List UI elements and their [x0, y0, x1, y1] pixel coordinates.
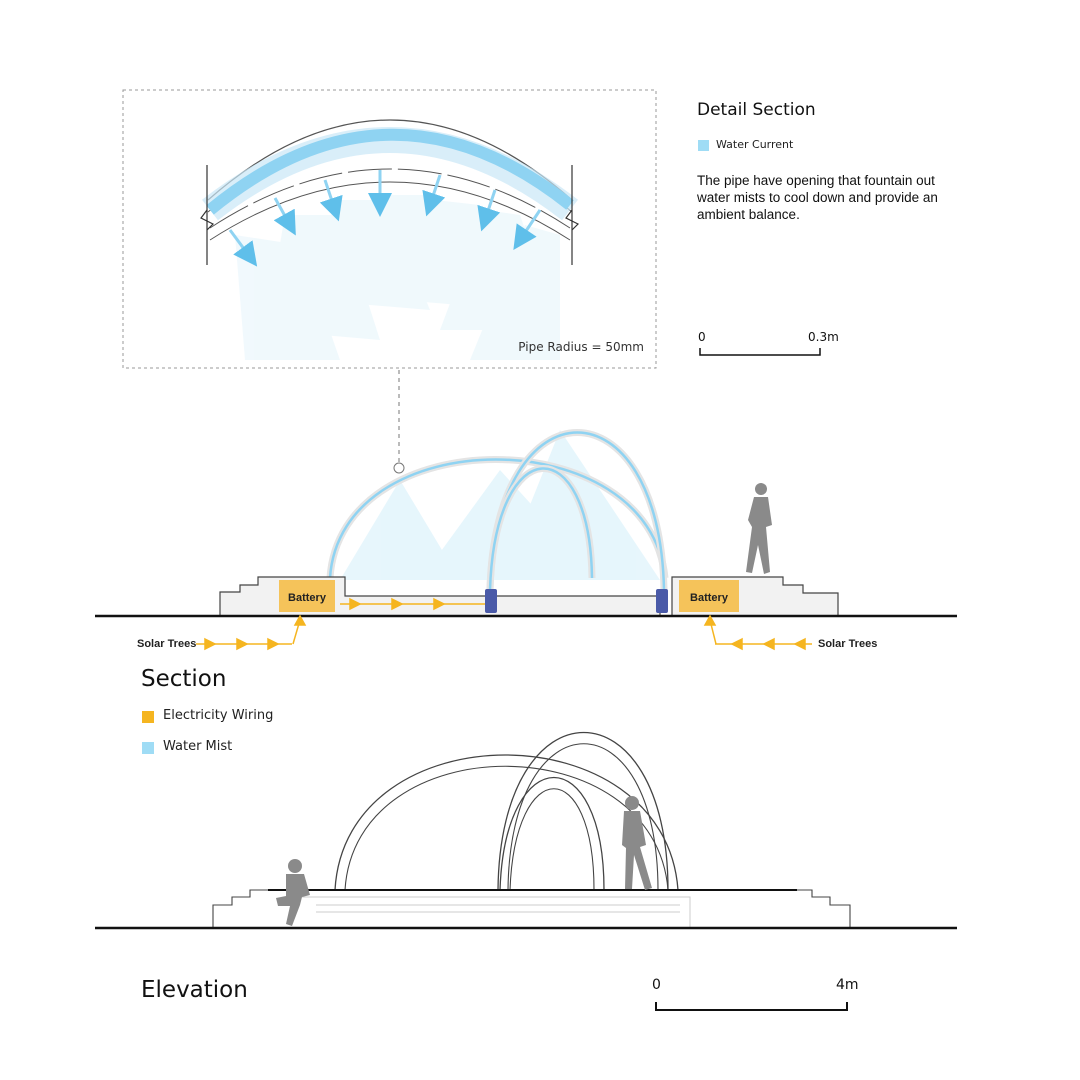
section-small-arch-water: [488, 467, 594, 591]
detail-legend-swatch: [698, 140, 709, 151]
detail-leader-circle: [393, 462, 405, 474]
detail-legend-label: Water Current: [716, 138, 794, 151]
section-battery-right-box: [679, 580, 739, 612]
section-battery-left-box: [279, 580, 335, 612]
elevation-steps: [212, 889, 851, 928]
battery-left-label: Battery: [288, 592, 327, 604]
legend-electricity-label: Electricity Wiring: [163, 708, 274, 723]
detail-segmented-arc: [209, 168, 571, 229]
detail-scale-end: 0.3m: [808, 330, 839, 344]
solar-trees-right-label: Solar Trees: [818, 638, 877, 650]
elevation-dome-inner: [344, 765, 669, 891]
detail-right-break: [565, 209, 580, 231]
section-drawing: [95, 429, 957, 651]
section-electric-wiring: [196, 597, 812, 651]
solar-trees-left-label: Solar Trees: [137, 638, 196, 650]
elevation-sitting-person: [276, 859, 310, 926]
section-pump-left: [485, 589, 497, 613]
detail-mist-arrows: [228, 170, 542, 267]
elevation-platform-detail: [300, 896, 691, 928]
detail-inner-arc: [209, 181, 571, 241]
section-dome-water: [328, 458, 667, 579]
detail-scale-bar: [699, 348, 821, 356]
scale-bars: [655, 348, 848, 1011]
elevation-tall-arch-outer: [497, 732, 669, 891]
detail-outer-arc: [207, 119, 573, 201]
detail-mist-cones: [235, 195, 560, 360]
elevation-standing-person: [622, 796, 652, 890]
detail-description: The pipe have opening that fountain out …: [697, 173, 938, 222]
detail-scale-start: 0: [698, 330, 706, 344]
elevation-scale-end: 4m: [836, 977, 859, 993]
detail-water-current: [206, 128, 574, 215]
section-pump-right: [656, 589, 668, 613]
elevation-tall-arch-inner: [507, 743, 659, 891]
elevation-dome-outer: [334, 754, 679, 891]
section-legend-swatch-water: [142, 742, 154, 754]
section-title: Section: [141, 666, 227, 692]
legend-water-mist-label: Water Mist: [163, 739, 233, 754]
elevation-scale-start: 0: [652, 977, 661, 993]
detail-left-break: [200, 209, 215, 231]
elevation-scale-bar: [655, 1002, 848, 1011]
elevation-small-arch-outer: [499, 776, 605, 891]
pipe-radius-label: Pipe Radius = 50mm: [518, 340, 644, 354]
elevation-drawing: [95, 732, 957, 930]
elevation-title: Elevation: [141, 977, 248, 1003]
detail-frame: [122, 89, 657, 369]
elevation-small-arch-inner: [509, 788, 595, 891]
section-legend-swatch-electric: [142, 711, 154, 723]
section-person-figure: [746, 483, 772, 574]
battery-right-label: Battery: [690, 592, 729, 604]
detail-section-title: Detail Section: [697, 100, 816, 120]
detail-inset: [122, 89, 657, 474]
